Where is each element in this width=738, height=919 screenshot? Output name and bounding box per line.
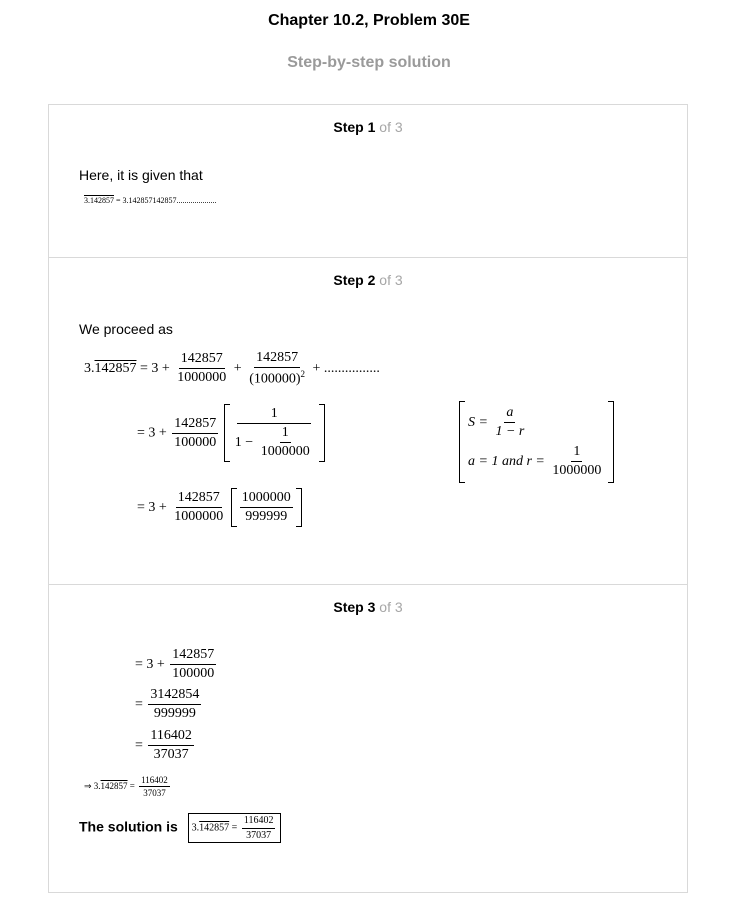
page-subtitle: Step-by-step solution [287,54,451,71]
solution-label: The solution is [79,818,178,835]
step-3-heading: Step 3 of 3 [333,599,403,615]
given-expression: 3.142857 = 3.142857142857...............… [84,196,217,205]
page-title: Chapter 10.2, Problem 30E [268,12,470,29]
step-2-heading: Step 2 of 3 [333,272,403,288]
step-1-panel: Step 1 of 3 Here, it is given that 3.142… [48,104,688,258]
step-2-text: We proceed as [79,321,173,337]
step-1-heading: Step 1 of 3 [333,119,403,135]
step-1-text: Here, it is given that [79,167,203,183]
step-2-panel: Step 2 of 3 We proceed as 3.142857 = 3 +… [48,257,688,585]
